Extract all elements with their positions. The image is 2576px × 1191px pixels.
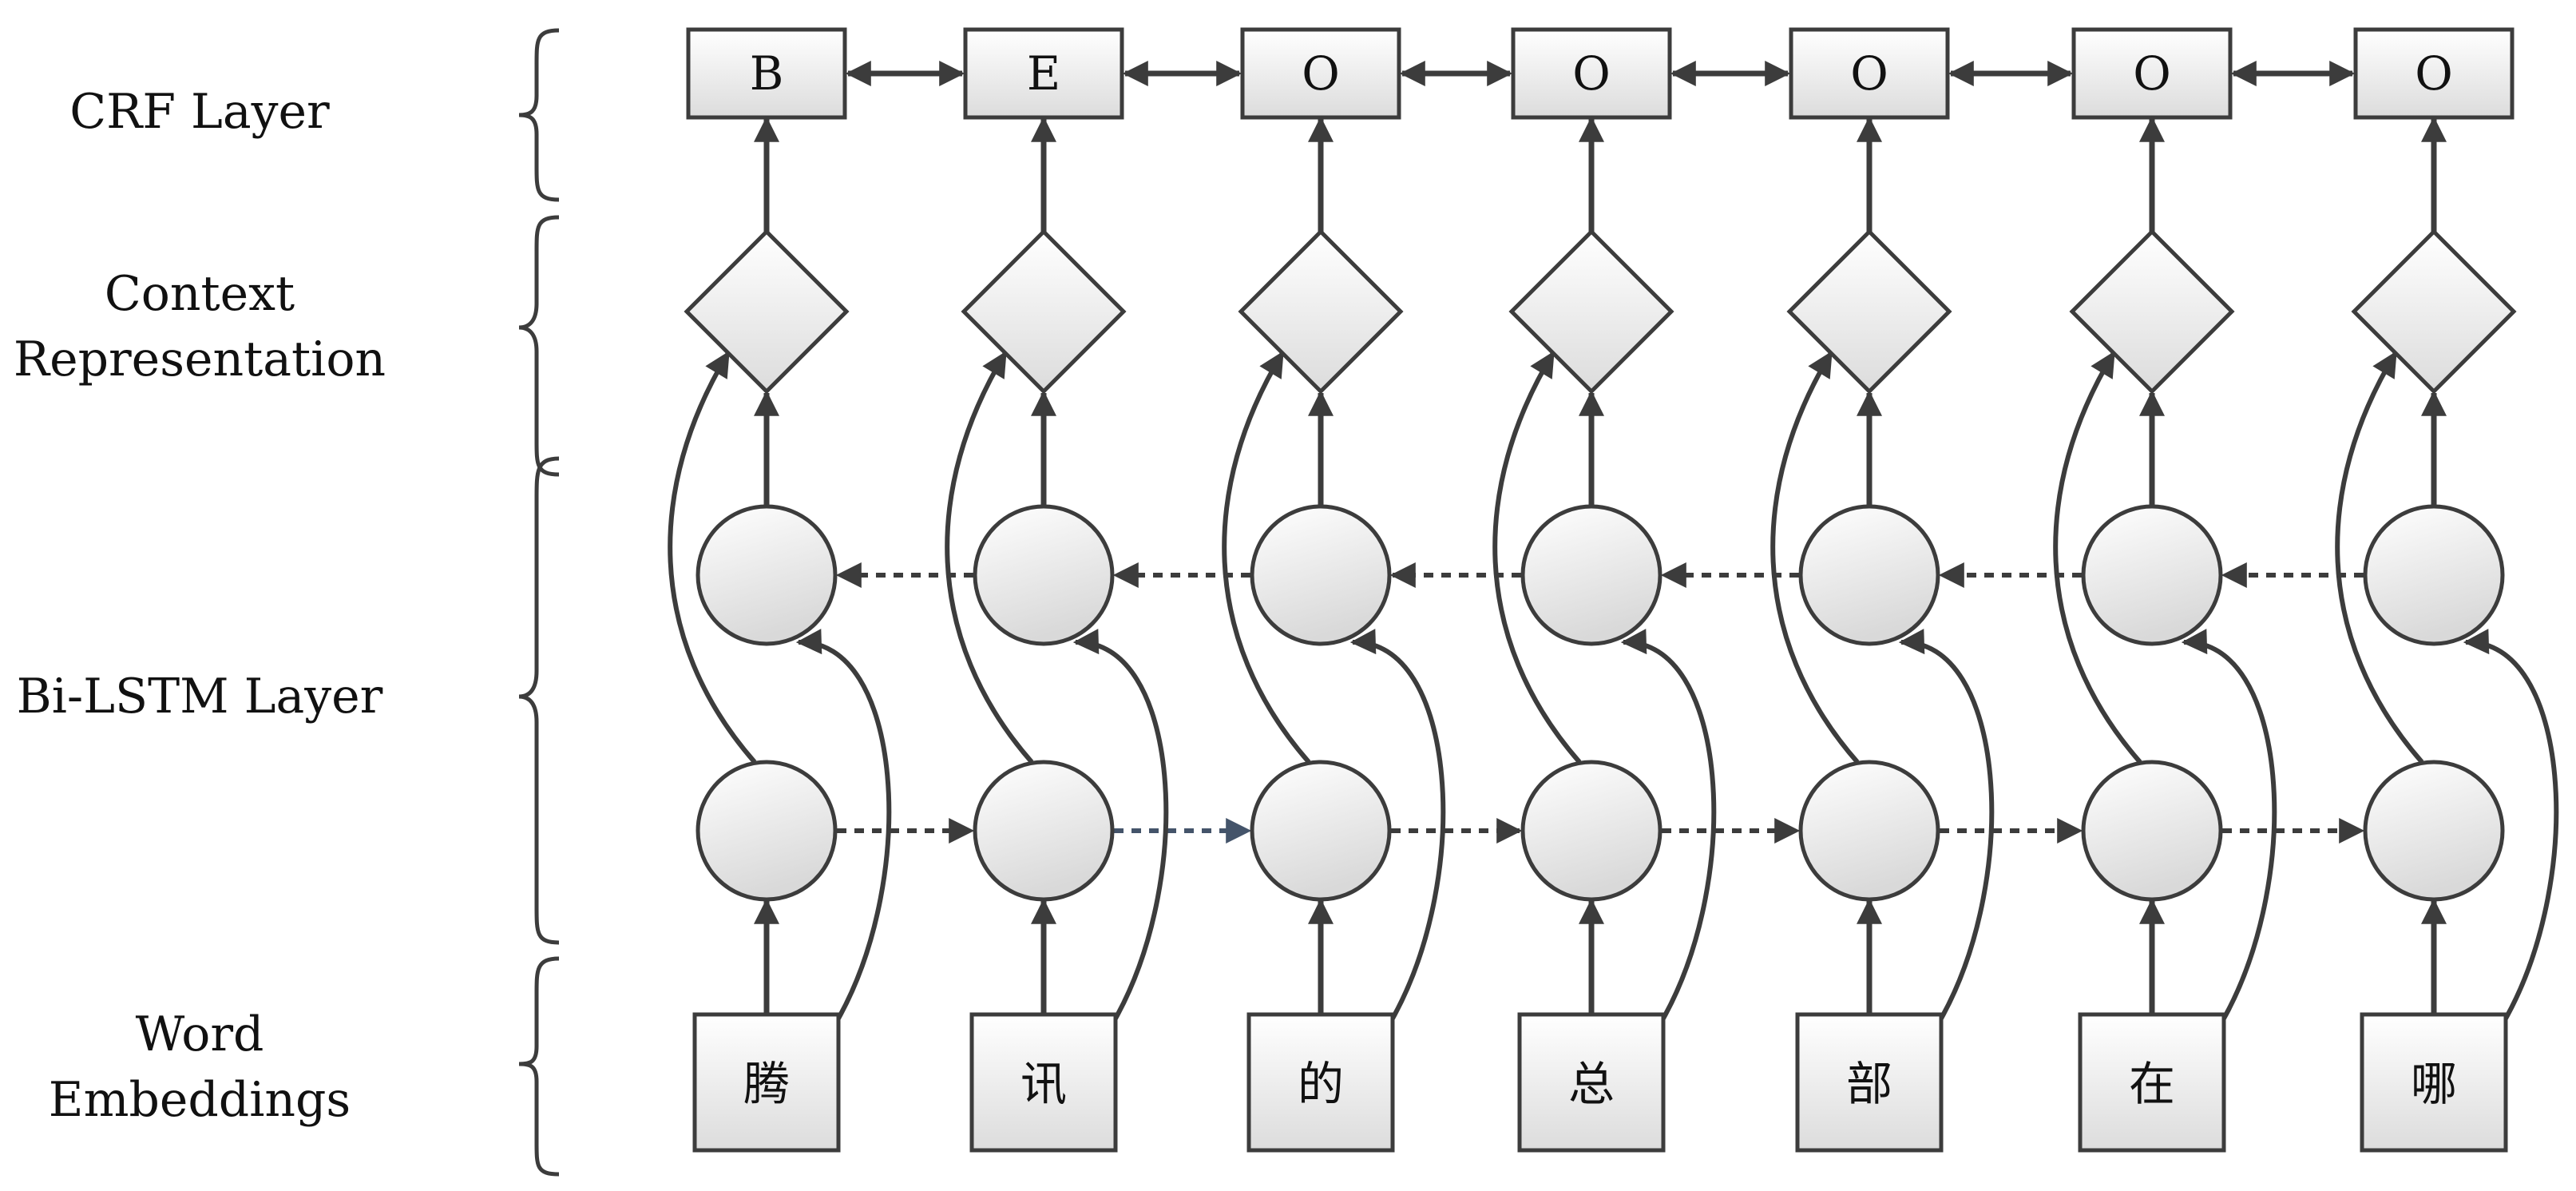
context-node	[1786, 228, 1952, 395]
word-token-label: 在	[2129, 1057, 2175, 1111]
connections	[835, 61, 2365, 844]
forward-lstm-cell	[2363, 760, 2505, 902]
word-token-label: 讯	[1020, 1057, 1067, 1111]
backward-lstm-cell	[2081, 504, 2223, 646]
word-embedding-box	[1517, 1012, 1666, 1153]
forward-to-context-arrow	[2335, 351, 2424, 764]
column-6: O在	[2053, 27, 2277, 1153]
context-node	[1508, 228, 1674, 395]
embedding-to-backward-arrow	[2463, 629, 2559, 1020]
context-node	[961, 228, 1127, 395]
column-7: O哪	[2335, 27, 2559, 1153]
backward-lstm-cell	[1798, 504, 1940, 646]
backward-lstm-cell	[2363, 504, 2505, 646]
backward-lstm-cell	[696, 504, 838, 646]
crf-layer-label: CRF Layer	[69, 84, 330, 140]
word-token-label: 部	[1846, 1057, 1892, 1111]
crf-tag-box	[1240, 27, 1401, 120]
forward-to-context-arrow	[1770, 351, 1860, 764]
column-1: B腾	[668, 27, 892, 1153]
embedding-to-backward-arrow	[1349, 629, 1446, 1020]
crf-tag-label: O	[1850, 46, 1888, 101]
forward-lstm-cell	[1520, 760, 1663, 902]
backward-lstm-cell	[1520, 504, 1663, 646]
word-embedding-box	[969, 1012, 1118, 1153]
context-layer-label-line1: Context	[105, 266, 295, 322]
forward-lstm-cell	[973, 760, 1115, 902]
context-brace	[518, 215, 560, 477]
column-2: E讯	[945, 27, 1169, 1153]
forward-to-context-arrow	[945, 351, 1034, 764]
backward-lstm-cell	[1250, 504, 1392, 646]
embeddings-layer-label-line2: Embeddings	[49, 1072, 351, 1128]
embedding-to-backward-arrow	[1072, 629, 1169, 1020]
word-embedding-box	[692, 1012, 841, 1153]
forward-lstm-cell	[2081, 760, 2223, 902]
embeddings-layer-label-line1: Word	[136, 1006, 264, 1062]
word-token-label: 哪	[2411, 1057, 2457, 1111]
crf-tag-label: B	[750, 46, 784, 101]
word-embedding-box	[1246, 1012, 1395, 1153]
forward-to-context-arrow	[1222, 351, 1311, 764]
column-4: O总	[1492, 27, 1717, 1153]
crf-tag-label: O	[1572, 46, 1611, 101]
forward-lstm-cell	[1250, 760, 1392, 902]
column-3: O的	[1222, 27, 1446, 1153]
crf-tag-box	[2071, 27, 2233, 120]
crf-tag-box	[2353, 27, 2515, 120]
bilstm-brace	[518, 456, 560, 945]
crf-tag-box	[1789, 27, 1950, 120]
forward-to-context-arrow	[2053, 351, 2142, 764]
context-node	[1238, 228, 1404, 395]
context-node	[2069, 228, 2235, 395]
word-embedding-box	[2360, 1012, 2508, 1153]
embeddings-brace	[518, 956, 560, 1177]
embedding-to-backward-arrow	[2181, 629, 2277, 1020]
context-node	[684, 228, 850, 395]
word-token-label: 的	[1298, 1057, 1344, 1111]
embedding-to-backward-arrow	[1620, 629, 1717, 1020]
embedding-to-backward-arrow	[1898, 629, 1995, 1020]
crf-tag-box	[686, 27, 847, 120]
context-layer-label-line2: Representation	[14, 331, 386, 387]
bilstm-layer-label: Bi-LSTM Layer	[17, 669, 383, 725]
context-node	[2351, 228, 2517, 395]
word-embedding-box	[1795, 1012, 1944, 1153]
crf-tag-label: O	[1302, 46, 1340, 101]
word-token-label: 总	[1568, 1057, 1615, 1111]
crf-tag-box	[1511, 27, 1672, 120]
crf-tag-label: E	[1027, 46, 1060, 101]
forward-lstm-cell	[1798, 760, 1940, 902]
word-token-label: 腾	[743, 1057, 790, 1111]
crf-tag-label: O	[2133, 46, 2171, 101]
embedding-to-backward-arrow	[795, 629, 892, 1020]
crf-tag-label: O	[2415, 46, 2453, 101]
word-embedding-box	[2078, 1012, 2226, 1153]
forward-lstm-cell	[696, 760, 838, 902]
column-5: O部	[1770, 27, 1995, 1153]
layer-braces	[518, 28, 560, 1177]
forward-to-context-arrow	[668, 351, 757, 764]
forward-to-context-arrow	[1492, 351, 1582, 764]
crf-tag-box	[963, 27, 1124, 120]
backward-lstm-cell	[973, 504, 1115, 646]
crf-brace	[518, 28, 560, 202]
